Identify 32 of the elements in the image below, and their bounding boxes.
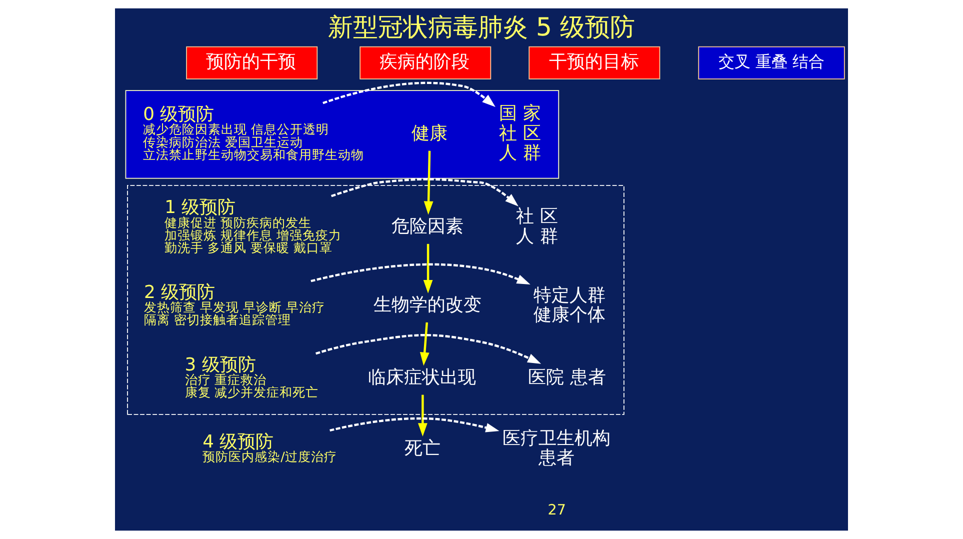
node-box: 交叉 重叠 结合	[698, 46, 845, 80]
arrow	[310, 263, 530, 284]
node-text: 0 级预防 减少危险因素出现 信息公开透明 传染病防治法 爱国卫生运动 立法禁止野生动物交易和食用野生动物	[143, 104, 364, 162]
arrow	[423, 244, 433, 294]
node-box: 预防的干预	[186, 46, 318, 80]
node-text: 4 级预防 预防医内感染/过度治疗	[202, 431, 337, 464]
node-text: 医疗卫生机构 患者	[502, 428, 610, 469]
node-text: 死亡	[404, 438, 440, 459]
arrow	[322, 82, 496, 107]
cluster	[127, 184, 624, 415]
node-text: 2 级预防 发热筛查 早发现 早诊断 早治疗 隔离 密切接触者追踪管理	[144, 282, 326, 328]
diagram-title: 新型冠状病毒肺炎 5 级预防	[328, 12, 635, 42]
node-text: 生物学的改变	[373, 294, 482, 316]
arrow	[330, 417, 500, 432]
arrow	[315, 334, 542, 364]
node-text: 3 级预防 治疗 重症救治 康复 减少并发症和死亡	[184, 354, 319, 400]
node-box: 疾病的阶段	[360, 46, 492, 80]
node-text: 危险因素	[391, 216, 464, 237]
label: 27	[548, 502, 566, 518]
arrow	[330, 178, 518, 206]
node-text: 临床症状出现	[368, 367, 476, 388]
node-text: 特定人群 健康个体	[534, 284, 606, 326]
node-text: 1 级预防 健康促进 预防疾病的发生 加强锻炼 规律作息 增强免疫力 勤洗手 多通风 要保暖 戴口罩	[164, 197, 342, 255]
node-box: 干预的目标	[528, 46, 660, 80]
node-text: 社 区 人 群	[516, 206, 558, 247]
arrow	[418, 394, 428, 437]
node-text: 健康	[412, 122, 448, 144]
arrow	[424, 150, 434, 215]
node-text: 医院 患者	[528, 367, 606, 388]
arrow	[420, 322, 430, 366]
node-text: 国 家 社 区 人 群	[499, 103, 541, 164]
cluster	[125, 90, 560, 179]
